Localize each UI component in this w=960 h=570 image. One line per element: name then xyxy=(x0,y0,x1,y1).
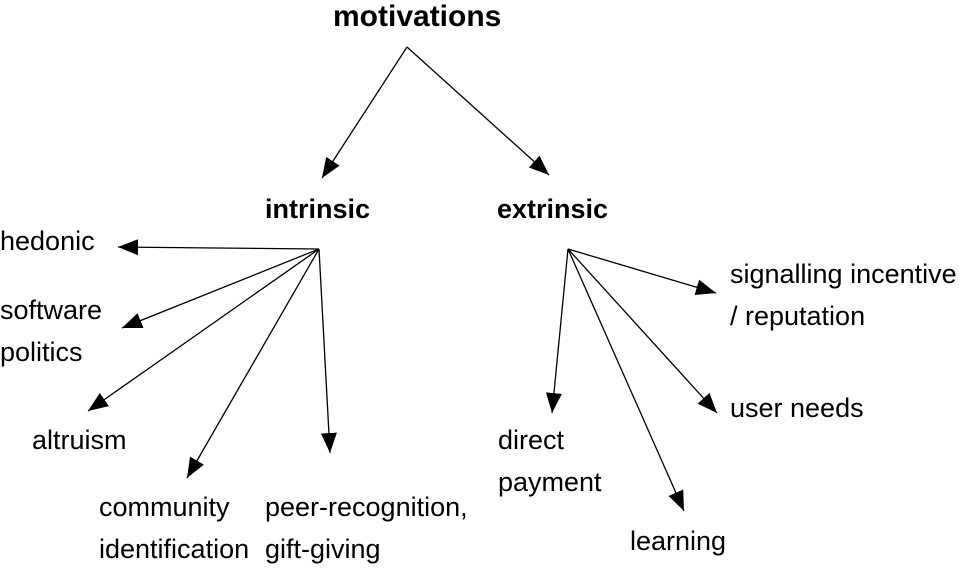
arrow-intrinsic-community xyxy=(186,248,320,479)
arrow-extrinsic-direct-payment xyxy=(545,248,569,414)
root-node-motivations: motivations xyxy=(333,0,502,33)
node-user-needs: user needs xyxy=(730,393,864,423)
node-altruism: altruism xyxy=(32,425,127,455)
node-community-identification: community identification xyxy=(99,492,250,564)
node-software-politics: software politics xyxy=(0,295,103,367)
arrow-intrinsic-peer-recognition xyxy=(318,248,337,454)
node-signalling-incentive: signalling incentive / reputation xyxy=(730,259,957,331)
node-hedonic: hedonic xyxy=(0,226,95,256)
arrow-extrinsic-learning xyxy=(567,248,685,512)
arrow-extrinsic-user-needs xyxy=(567,248,718,414)
arrow-intrinsic-hedonic xyxy=(117,239,320,256)
arrow-extrinsic-signalling xyxy=(567,248,717,295)
node-peer-recognition: peer-recognition, gift-giving xyxy=(265,492,468,564)
node-extrinsic: extrinsic xyxy=(497,194,609,224)
arrow-intrinsic-software-politics xyxy=(121,248,320,329)
node-direct-payment: direct payment xyxy=(498,425,602,497)
node-intrinsic: intrinsic xyxy=(265,194,371,224)
arrow-intrinsic-altruism xyxy=(87,248,320,412)
arrow-root-intrinsic xyxy=(321,46,408,179)
arrow-root-extrinsic xyxy=(406,46,550,176)
node-learning: learning xyxy=(630,526,727,556)
